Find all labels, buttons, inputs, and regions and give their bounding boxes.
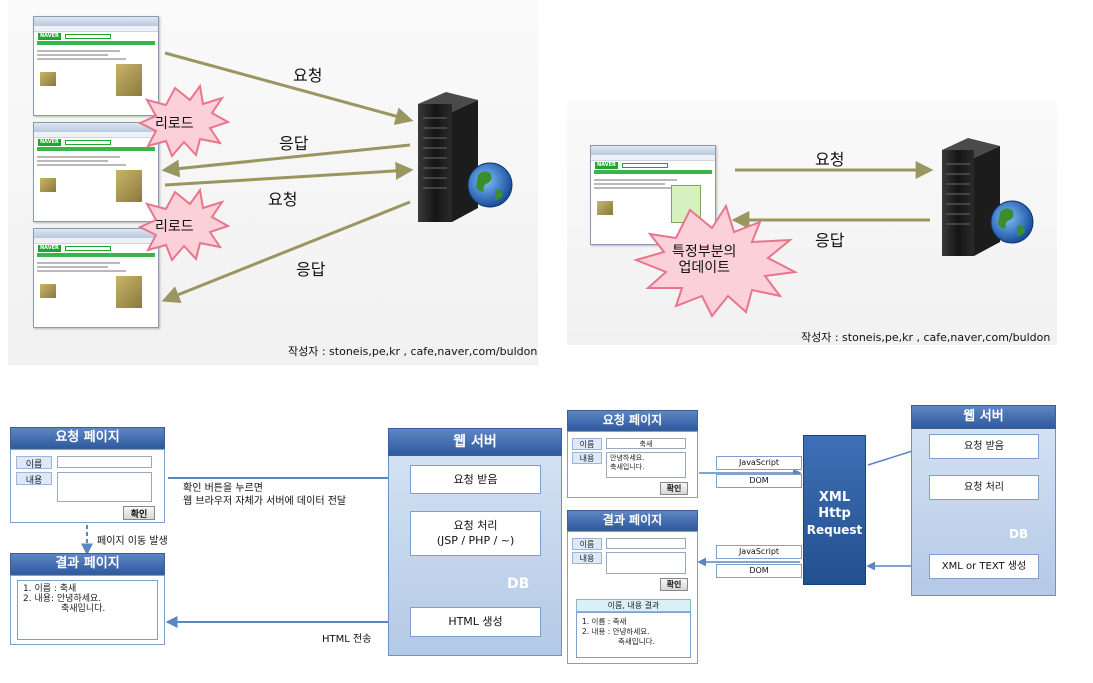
result-page-title: 결과 페이지 [10, 553, 165, 575]
dom-tag: DOM [716, 474, 802, 488]
naver-logo: NAVER [38, 32, 61, 40]
name-field[interactable] [57, 456, 152, 468]
confirm-button[interactable]: 확인 [660, 578, 688, 591]
globe-icon [467, 162, 513, 208]
process-request-step: 요청 처리 (JSP / PHP / ~) [410, 511, 541, 556]
page-move-label: 페이지 이동 발생 [97, 536, 168, 547]
name-label: 이름 [16, 456, 52, 470]
javascript-tag: JavaScript [716, 456, 802, 470]
response-label-1: 응답 [279, 134, 309, 153]
result-header: 이름, 내용 결과 [576, 599, 691, 612]
reload-burst-1 [137, 83, 231, 158]
ajax-request-page: 이름 축새 내용 안녕하세요. 축새입니다. 확인 [567, 431, 698, 498]
ajax-result-page-title: 결과 페이지 [567, 510, 698, 531]
partial-update-burst [632, 203, 799, 318]
javascript-tag: JavaScript [716, 545, 802, 559]
receive-request-step: 요청 받음 [410, 465, 541, 494]
content-field[interactable]: 안녕하세요. 축새입니다. [606, 452, 686, 478]
ajax-request-page-title: 요청 페이지 [567, 410, 698, 431]
xml-http-request-box: XML Http Request [803, 435, 866, 585]
dom-tag: DOM [716, 564, 802, 578]
content-label: 내용 [572, 452, 602, 464]
globe-icon [990, 200, 1034, 244]
generate-html-step: HTML 생성 [410, 607, 541, 637]
partial-update-label: 특정부분의 업데이트 [672, 244, 737, 276]
request-arrow-1 [164, 51, 414, 125]
name-field[interactable]: 축새 [606, 438, 686, 449]
browser-window-3: NAVER [33, 228, 159, 328]
confirm-button[interactable]: 확인 [660, 482, 688, 495]
author-credit: 작성자 : stoneis,pe,kr , cafe,naver,com/bul… [801, 331, 1051, 344]
request-label-2: 요청 [268, 190, 298, 209]
naver-logo: NAVER [38, 244, 61, 252]
web-server-title: 웹 서버 [911, 405, 1056, 429]
html-transfer-label: HTML 전송 [322, 634, 372, 645]
reload-label-2: 리로드 [155, 219, 194, 235]
server-icon [418, 92, 478, 222]
content-label: 내용 [16, 472, 52, 486]
naver-logo: NAVER [595, 161, 618, 169]
reload-burst-2 [137, 187, 231, 262]
server-icon [942, 138, 1000, 256]
confirm-button[interactable]: 확인 [123, 506, 155, 520]
browser-window-1: NAVER [33, 16, 159, 116]
web-server-title: 웹 서버 [388, 428, 562, 456]
result-content: 1. 이름 : 축새 2. 내용: 안녕하세요. 축새입니다. [17, 580, 158, 640]
ajax-request-label: 요청 [815, 150, 845, 169]
process-request-step: 요청 처리 [929, 475, 1039, 500]
name-field[interactable] [606, 538, 686, 549]
ajax-response-label: 응답 [815, 231, 845, 250]
content-field[interactable] [606, 552, 686, 574]
response-arrow-1 [161, 143, 411, 178]
generate-xml-step: XML or TEXT 생성 [929, 554, 1039, 579]
browser-window-2: NAVER [33, 122, 159, 222]
db-label: DB [507, 576, 530, 592]
name-label: 이름 [572, 538, 602, 550]
content-label: 내용 [572, 552, 602, 564]
response-label-2: 응답 [296, 260, 326, 279]
naver-logo: NAVER [38, 138, 61, 146]
ajax-result-page: 이름 내용 확인 이름, 내용 결과 1. 이름 : 축새 2. 내용 : 안녕… [567, 531, 698, 664]
response-arrow-2 [161, 200, 411, 304]
request-arrow-2 [164, 161, 414, 187]
submit-annotation: 확인 버튼을 누르면 웹 브라우저 자체가 서버에 데이터 전달 [183, 483, 347, 507]
author-credit: 작성자 : stoneis,pe,kr , cafe,naver,com/bul… [288, 345, 538, 358]
name-label: 이름 [572, 438, 602, 450]
content-field[interactable] [57, 472, 152, 502]
request-page: 이름 내용 확인 [10, 449, 165, 523]
receive-request-step: 요청 받음 [929, 434, 1039, 459]
reload-label-1: 리로드 [155, 116, 194, 132]
result-content: 1. 이름 : 축새 2. 내용 : 안녕하세요. 축새입니다. [576, 612, 691, 658]
request-page-title: 요청 페이지 [10, 427, 165, 449]
request-label-1: 요청 [293, 66, 323, 85]
db-label: DB [1009, 527, 1029, 541]
result-page: 1. 이름 : 축새 2. 내용: 안녕하세요. 축새입니다. [10, 575, 165, 645]
